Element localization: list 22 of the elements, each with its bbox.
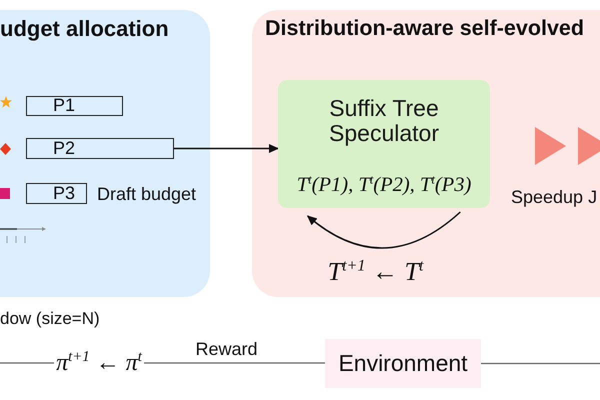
formula-text: π$^{t+1}$ ← π$^{t}$ <box>54 349 144 377</box>
caption-text: Draft budget <box>97 184 196 204</box>
edge-label: Reward <box>195 339 258 359</box>
arrow <box>174 144 279 153</box>
process-box: Environment <box>325 339 481 388</box>
budget-bar: P2 <box>26 138 174 159</box>
panel-title: udget allocation <box>0 16 169 41</box>
connector-line <box>0 362 54 364</box>
process-box <box>278 80 490 208</box>
connector-line <box>144 362 325 364</box>
panel-title: Distribution-aware self-evolved <box>265 16 584 41</box>
budget-bar: P1 <box>26 96 123 116</box>
edge-label: T$^{t+1}$ ← T$^{t}$ <box>328 257 424 287</box>
curved-arrow <box>306 211 461 249</box>
box-heading: Suffix Tree Speculator <box>328 96 440 146</box>
caption-text: Speedup J <box>511 187 598 207</box>
caption-text: dow (size=N) <box>0 309 100 329</box>
formula-text: T$^{t}$(P1), T$^{t}$(P2), T$^{t}$(P3) <box>296 173 472 197</box>
budget-bar: P3 <box>26 183 87 204</box>
rounded-panel <box>252 10 600 297</box>
rounded-panel <box>0 10 210 297</box>
connector-line <box>481 362 600 364</box>
